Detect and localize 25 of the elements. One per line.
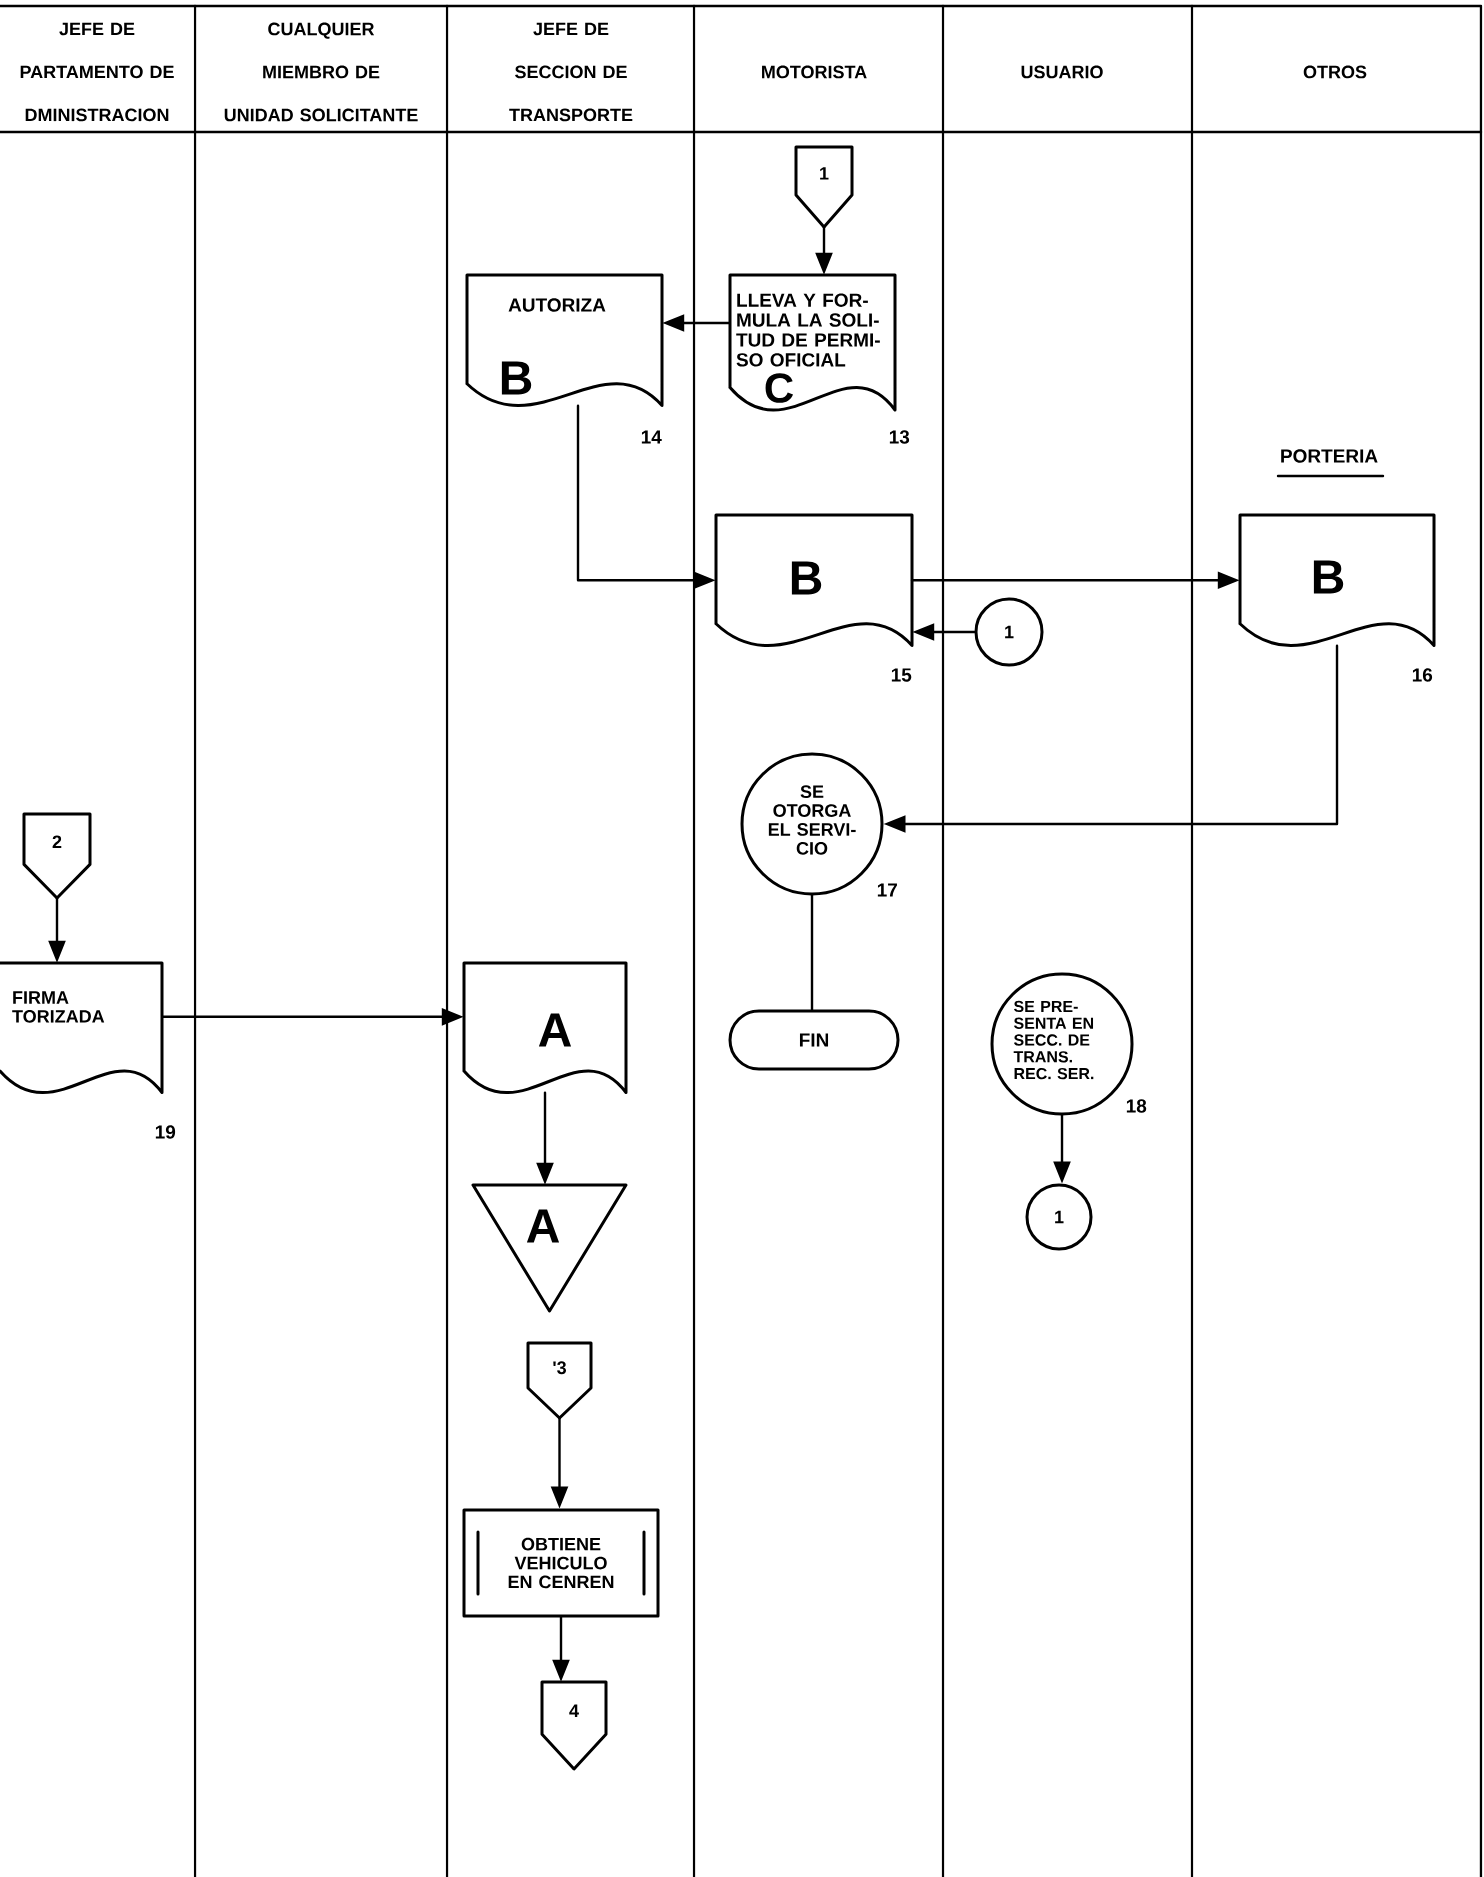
document-shape: A	[462, 961, 628, 1095]
off-page-connector: 1	[794, 145, 854, 229]
off-page-connector: 4	[540, 1680, 608, 1771]
connector-line	[810, 894, 814, 1011]
lane-header: MOTORISTA	[762, 65, 867, 79]
storage-triangle: A	[471, 1183, 628, 1313]
document-shape: B	[714, 513, 914, 647]
off-page-connector: 2	[22, 812, 92, 900]
process-box: OBTIENE VEHICULO EN CENREN	[462, 1508, 660, 1618]
step-number: 18	[1126, 1099, 1147, 1113]
document-shape: B	[1238, 513, 1436, 647]
off-page-connector: '3	[526, 1341, 593, 1420]
step-number: 16	[1412, 668, 1433, 682]
step-number: 19	[155, 1125, 176, 1139]
step-number: 15	[891, 668, 912, 682]
lane-header: USUARIO	[1021, 65, 1103, 79]
lane-header: CUALQUIER MIEMBRO DE UNIDAD SOLICITANTE	[224, 22, 418, 122]
lane-header: JEFE DE SECCION DE TRANSPORTE	[509, 22, 633, 122]
document-shape: LLEVA Y FOR- MULA LA SOLI- TUD DE PERMI- SO OFICIAL C	[728, 273, 897, 412]
step-number: 14	[641, 430, 662, 444]
lane-header: JEFE DE PARTAMENTO DE DMINISTRACION	[20, 22, 174, 122]
document-shape: AUTORIZA B	[465, 273, 664, 407]
step-number: 13	[889, 430, 910, 444]
lane-header: OTROS	[1303, 65, 1367, 79]
heading-label: PORTERIA	[1276, 449, 1385, 478]
